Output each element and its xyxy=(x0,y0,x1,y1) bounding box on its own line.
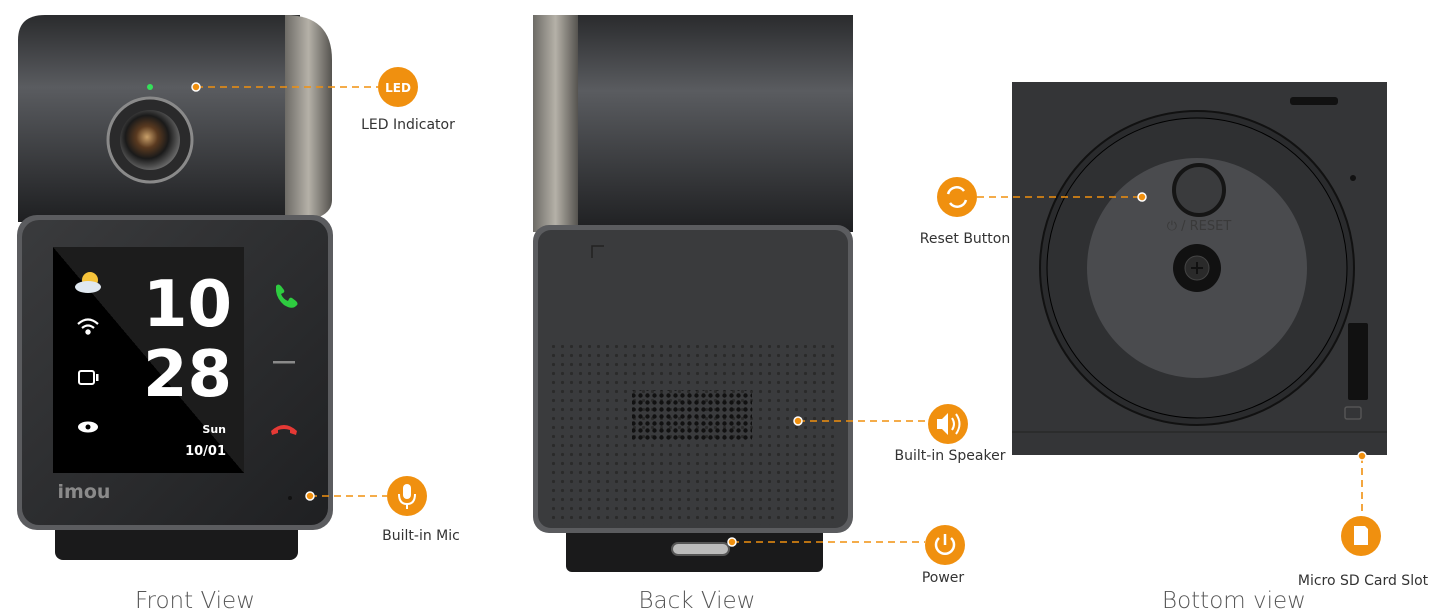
call-end-icon xyxy=(271,425,297,435)
sd-card-mark-icon xyxy=(1344,406,1362,420)
led-badge-text: LED xyxy=(385,81,411,95)
side-ring xyxy=(285,15,332,222)
reset-print: ⏻ / RESET xyxy=(1167,219,1232,234)
built-in-mic-label: Built-in Mic xyxy=(382,528,460,544)
micro-sd-card-slot-label: Micro SD Card Slot xyxy=(1298,573,1429,589)
front-view-device: 10 28 Sun 10/01 imou xyxy=(17,15,333,560)
bottom-view-device: ⏻ / RESET xyxy=(1012,82,1387,455)
power-label: Power xyxy=(922,570,965,586)
callout-sd: Micro SD Card Slot xyxy=(1298,451,1429,589)
built-in-speaker-label: Built-in Speaker xyxy=(895,448,1006,464)
mic-hole xyxy=(288,496,292,500)
back-head xyxy=(533,15,853,232)
call-accept-icon xyxy=(276,284,298,308)
bottom-view-caption: Bottom view xyxy=(1162,588,1306,614)
led-badge-icon xyxy=(378,67,418,107)
front-view-caption: Front View xyxy=(135,588,255,614)
callout-led: LED LED Indicator xyxy=(191,67,455,133)
pin-hole xyxy=(1350,175,1356,181)
clock-minute: 28 xyxy=(143,338,232,412)
speaker-grille-center xyxy=(632,390,752,440)
sd-card-slot xyxy=(1348,323,1368,400)
camera-switch-icon xyxy=(78,370,99,385)
clock-day: Sun xyxy=(202,423,226,436)
led-indicator-label: LED Indicator xyxy=(361,117,455,133)
power-reset-button xyxy=(1172,163,1226,217)
corner-mark xyxy=(591,245,604,258)
weather-icon xyxy=(75,272,101,293)
clock-hour: 10 xyxy=(143,268,232,342)
back-side-ring xyxy=(533,15,578,232)
callout-power: Power xyxy=(727,525,965,586)
imou-logo: imou xyxy=(58,481,111,503)
clock-date: 10/01 xyxy=(185,444,226,459)
divider-line xyxy=(273,361,295,364)
reset-icon xyxy=(937,177,977,217)
vent-slot xyxy=(1290,97,1338,105)
callout-speaker: Built-in Speaker xyxy=(793,404,1006,464)
callout-reset: Reset Button xyxy=(920,177,1147,247)
usb-c-port xyxy=(671,542,730,556)
callout-mic: Built-in Mic xyxy=(305,476,460,544)
camera-lens-icon xyxy=(120,110,180,170)
wifi-icon xyxy=(77,318,99,335)
reset-button-label: Reset Button xyxy=(920,231,1010,247)
back-view-caption: Back View xyxy=(638,588,755,614)
led-light xyxy=(147,84,153,90)
back-view-device xyxy=(533,15,853,572)
